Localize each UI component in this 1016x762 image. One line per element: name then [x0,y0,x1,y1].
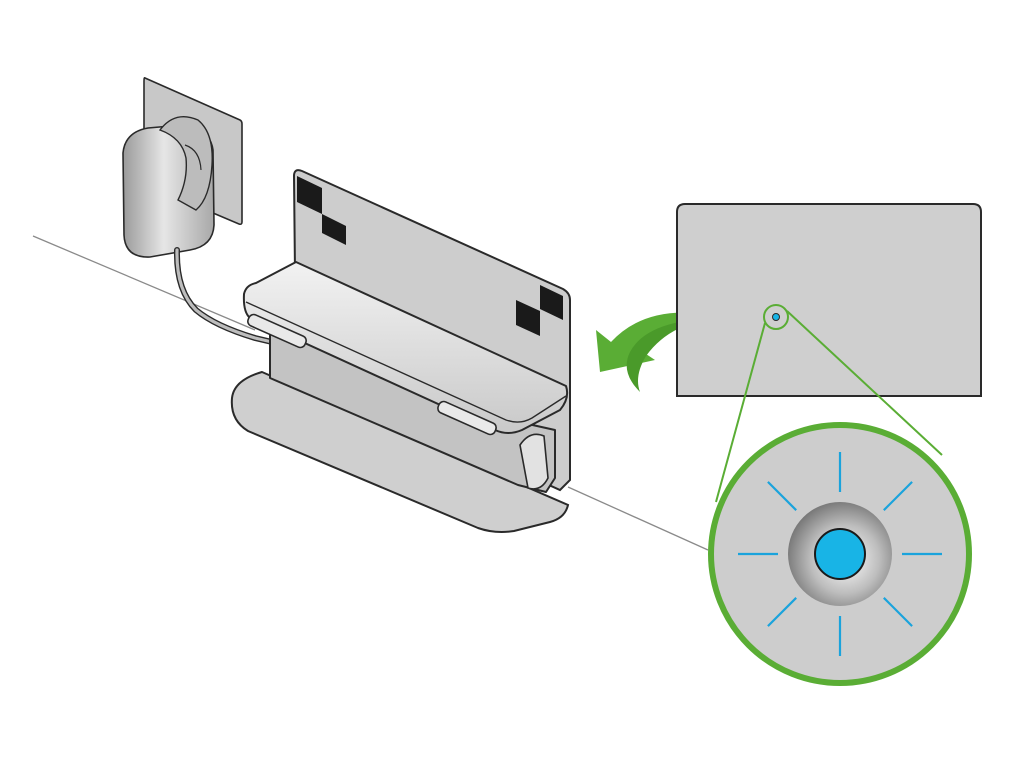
led-ray [767,597,797,627]
dock-marker-right [516,285,563,336]
led-rays [738,452,942,656]
power-adapter-icon [122,77,275,345]
floor-line [32,235,709,551]
indicator-light-icon [708,422,972,686]
led-ray [883,597,913,627]
indicator-light-small [772,313,780,321]
curved-arrow-icon [596,312,725,392]
device-panel [676,203,982,397]
led-ray [767,481,797,511]
indicator-led [814,528,866,580]
dock-marker-left [297,176,346,245]
dock-contact-right [437,400,497,436]
dock-base-plate [230,370,570,533]
dock-top-shelf [242,261,569,434]
callout-lines [715,310,943,503]
led-ray [883,481,913,511]
charging-dock-icon [230,169,571,533]
dock-contact-left [247,313,307,349]
callout-source-ring [763,304,789,330]
